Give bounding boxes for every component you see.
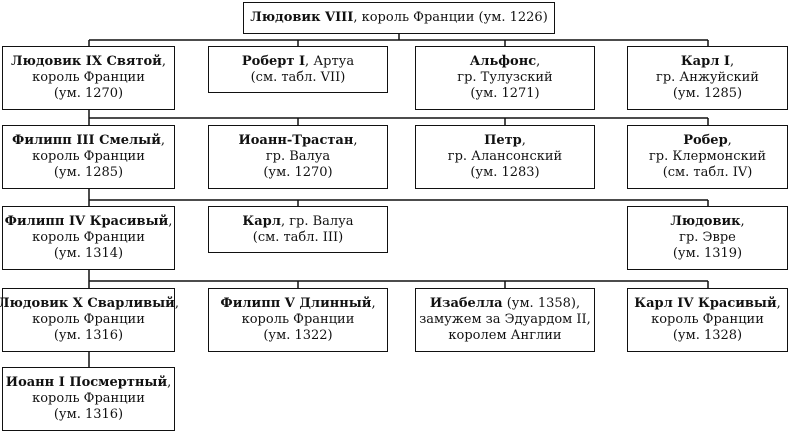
node-death: (ум. 1270): [53, 86, 124, 101]
node-robert1: Роберт I, Артуа (см. табл. VII): [208, 46, 388, 93]
node-title: король Франции: [32, 230, 145, 245]
node-death: (ум. 1285): [53, 165, 124, 180]
node-charles1: Карл I, гр. Анжуйский (ум. 1285): [627, 46, 788, 110]
node-title: гр. Клермонский: [648, 149, 767, 164]
node-name: Людовик X Сварливый: [0, 296, 175, 311]
node-name: Альфонс: [469, 54, 537, 69]
node-philip4: Филипп IV Красивый, король Франции (ум. …: [2, 206, 175, 270]
node-death: (ум. 1316): [53, 407, 124, 422]
node-name: Людовик IX Святой: [11, 54, 162, 69]
node-name: Филипп III Смелый: [12, 133, 161, 148]
node-title: король Франции: [32, 149, 145, 164]
node-louis-evreux: Людовик, гр. Эвре (ум. 1319): [627, 206, 788, 270]
node-name: Людовик: [670, 214, 741, 229]
node-philip5: Филипп V Длинный, король Франции (ум. 13…: [208, 288, 388, 352]
node-name: Иоанн I Посмертный: [5, 375, 168, 390]
node-jean1: Иоанн I Посмертный, король Франции (ум. …: [2, 367, 175, 431]
node-title: король Франции: [32, 391, 145, 406]
node-name: Робер: [683, 133, 728, 148]
node-death: (ум. 1322): [263, 328, 333, 343]
node-name: Людовик VIII: [250, 10, 354, 25]
node-reference: (см. табл. IV): [662, 165, 753, 180]
node-title: король Франции: [241, 312, 355, 327]
node-reference: (см. табл. VII): [250, 69, 346, 85]
node-name: Филипп V Длинный: [220, 296, 372, 311]
node-reference: (см. табл. III): [252, 229, 344, 245]
node-title: гр. Тулузский: [457, 70, 553, 85]
node-jean-tristan: Иоанн-Трастан, гр. Валуа (ум. 1270): [208, 125, 388, 189]
node-title: гр. Валуа: [265, 149, 331, 164]
node-name: Карл IV Красивый: [634, 296, 777, 311]
node-death: (ум. 1314): [53, 246, 124, 261]
node-louis8: Людовик VIII, король Франции (ум. 1226): [243, 2, 555, 34]
node-name: Филипп IV Красивый: [4, 214, 169, 229]
node-name: Карл: [242, 213, 281, 229]
node-death: (ум. 1283): [470, 165, 540, 180]
node-death: (ум. 1328): [672, 328, 743, 343]
node-name: Изабелла: [429, 296, 503, 311]
node-death: (ум. 1285): [672, 86, 743, 101]
node-charles-valois: Карл, гр. Валуа (см. табл. III): [208, 206, 388, 253]
node-name: Карл I: [680, 54, 730, 69]
node-death: (ум. 1316): [53, 328, 124, 343]
node-title: гр. Анжуйский: [656, 70, 759, 85]
node-death: (ум. 1271): [470, 86, 540, 101]
node-death: (ум. 1319): [672, 246, 743, 261]
node-text: король Франции (ум. 1226): [361, 10, 548, 25]
node-title: король Франции: [32, 70, 145, 85]
node-pierre: Петр, гр. Алансонский (ум. 1283): [415, 125, 595, 189]
node-louis10: Людовик X Сварливый, король Франции (ум.…: [0, 288, 179, 352]
node-spouse-title: королем Англии: [448, 328, 562, 343]
node-alphonse: Альфонс, гр. Тулузский (ум. 1271): [415, 46, 595, 110]
node-marriage: замужем за Эдуардом II,: [419, 312, 591, 327]
node-title: гр. Алансонский: [447, 149, 563, 164]
node-charles4: Карл IV Красивый, король Франции (ум. 13…: [627, 288, 788, 352]
node-isabella: Изабелла (ум. 1358), замужем за Эдуардом…: [415, 288, 595, 352]
node-title: гр. Эвре: [679, 230, 736, 245]
node-death: (ум. 1270): [263, 165, 333, 180]
node-name: Иоанн-Трастан: [238, 133, 354, 148]
node-name: Роберт I: [241, 53, 306, 69]
node-name: Петр: [484, 133, 522, 148]
node-robert-clermont: Робер, гр. Клермонский (см. табл. IV): [627, 125, 788, 189]
node-louis9: Людовик IX Святой, король Франции (ум. 1…: [2, 46, 175, 110]
node-philip3: Филипп III Смелый, король Франции (ум. 1…: [2, 125, 175, 189]
node-title: король Франции: [651, 312, 764, 327]
node-title: король Франции: [32, 312, 145, 327]
